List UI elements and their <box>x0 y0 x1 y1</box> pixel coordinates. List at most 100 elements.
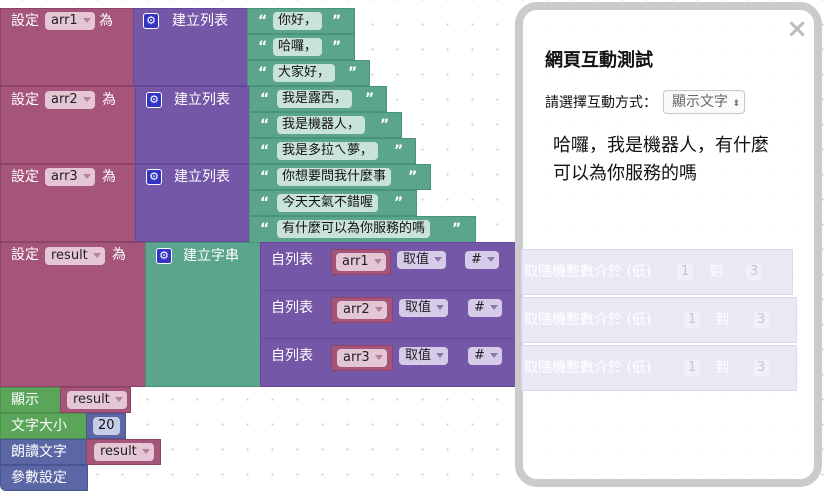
close-icon[interactable]: × <box>786 14 808 44</box>
create-list-block-arr3[interactable]: ⚙ 建立列表 <box>135 164 250 242</box>
get-mode-dropdown[interactable]: 取值 <box>399 299 449 317</box>
random-int-block[interactable]: 取隨機整數介於 (低) 1 到 3 <box>521 249 793 295</box>
var-dropdown-arr1[interactable]: arr1 <box>45 12 95 30</box>
gear-icon[interactable]: ⚙ <box>156 248 172 264</box>
close-quote-icon: ” <box>332 13 342 29</box>
chevron-down-icon <box>373 259 382 264</box>
open-quote-icon: “ <box>260 221 270 237</box>
show-block[interactable]: 顯示 <box>0 387 62 413</box>
close-quote-icon: ” <box>408 169 418 185</box>
join-label: 建立字串 <box>183 248 239 264</box>
list-get-block-arr3[interactable]: 自列表 arr3 取值 # <box>260 338 518 387</box>
chevron-down-icon <box>489 353 498 358</box>
var-getter-block[interactable]: arr2 <box>331 297 393 323</box>
text-block[interactable]: “ 我是露西， ” <box>249 86 387 112</box>
close-quote-icon: ” <box>394 195 404 211</box>
set-result-block[interactable]: 設定 result 為 <box>0 242 146 387</box>
chevron-down-icon <box>436 353 445 358</box>
chevron-down-icon <box>114 397 123 402</box>
set-arr2-block[interactable]: 設定 arr2 為 <box>0 86 136 164</box>
text-block[interactable]: “ 有什麼可以為你服務的嗎 ” <box>249 216 476 243</box>
index-mode-dropdown[interactable]: # <box>465 251 499 269</box>
index-mode-dropdown[interactable]: # <box>468 299 502 317</box>
text-block[interactable]: “ 今天天氣不錯喔 ” <box>249 190 417 216</box>
speak-text-block[interactable]: 朗讀文字 <box>0 439 88 465</box>
as-label: 為 <box>112 247 126 263</box>
web-interaction-test-panel: × 網頁互動測試 請選擇互動方式： 顯示文字 ⬍ 哈囉，我是機器人，有什麼可以為… <box>515 2 822 487</box>
interaction-mode-select[interactable]: 顯示文字 ⬍ <box>663 90 745 114</box>
output-text: 哈囉，我是機器人，有什麼可以為你服務的嗎 <box>553 135 769 184</box>
set-arr3-block[interactable]: 設定 arr3 為 <box>0 164 136 242</box>
open-quote-icon: “ <box>260 117 270 133</box>
var-dropdown[interactable]: arr3 <box>337 349 387 367</box>
create-list-block-arr2[interactable]: ⚙ 建立列表 <box>135 86 250 164</box>
text-block[interactable]: “ 哈囉， ” <box>247 34 355 60</box>
font-size-value[interactable]: 20 <box>93 417 120 435</box>
var-dropdown-result[interactable]: result <box>94 443 154 461</box>
text-block[interactable]: “ 我是機器人， ” <box>249 112 402 138</box>
text-value[interactable]: 你想要問我什麼事 <box>277 168 392 186</box>
chevron-down-icon <box>92 253 101 258</box>
as-label: 為 <box>102 92 116 108</box>
join-string-block[interactable]: ⚙ 建立字串 <box>145 242 261 387</box>
list-get-block-arr2[interactable]: 自列表 arr2 取值 # <box>260 290 518 339</box>
var-getter-block[interactable]: arr1 <box>331 249 391 275</box>
high-value[interactable]: 3 <box>753 312 770 328</box>
text-value[interactable]: 大家好， <box>273 64 336 82</box>
show-label: 顯示 <box>11 392 39 408</box>
create-list-block-arr1[interactable]: ⚙ 建立列表 <box>133 8 248 86</box>
number-block[interactable]: 20 <box>86 413 126 439</box>
param-settings-block[interactable]: 參數設定 <box>0 465 88 491</box>
text-value[interactable]: 我是露西， <box>277 90 353 108</box>
var-dropdown[interactable]: arr1 <box>336 253 386 271</box>
text-value[interactable]: 我是機器人， <box>277 116 366 134</box>
index-mode-dropdown[interactable]: # <box>468 347 502 365</box>
low-value[interactable]: 1 <box>684 360 701 376</box>
text-block[interactable]: “ 你好， ” <box>247 8 355 34</box>
close-quote-icon: ” <box>394 143 404 159</box>
gear-icon[interactable]: ⚙ <box>146 169 162 185</box>
set-label: 設定 <box>11 13 39 29</box>
var-dropdown-arr2[interactable]: arr2 <box>45 91 95 109</box>
random-int-block[interactable]: 取隨機整數介於 (低) 1 到 3 <box>521 345 797 391</box>
gear-icon[interactable]: ⚙ <box>146 92 162 108</box>
close-quote-icon: ” <box>332 39 342 55</box>
close-quote-icon: ” <box>380 117 390 133</box>
text-block[interactable]: “ 我是多拉ㄟ夢， ” <box>249 138 416 164</box>
gear-icon[interactable]: ⚙ <box>143 13 159 29</box>
close-quote-icon: ” <box>348 65 358 81</box>
var-dropdown-result[interactable]: result <box>45 247 105 265</box>
var-dropdown[interactable]: arr2 <box>337 301 387 319</box>
random-int-block[interactable]: 取隨機整數介於 (低) 1 到 3 <box>521 297 797 343</box>
high-value[interactable]: 3 <box>753 360 770 376</box>
chevron-down-icon <box>82 174 91 179</box>
from-list-label: 自列表 <box>271 348 313 364</box>
text-value[interactable]: 有什麼可以為你服務的嗎 <box>277 220 431 238</box>
text-block[interactable]: “ 你想要問我什麼事 ” <box>249 164 431 190</box>
var-dropdown-result[interactable]: result <box>67 391 127 409</box>
create-list-label: 建立列表 <box>174 92 230 108</box>
text-value[interactable]: 你好， <box>273 12 323 30</box>
text-value[interactable]: 我是多拉ㄟ夢， <box>277 142 379 160</box>
text-value[interactable]: 今天天氣不錯喔 <box>277 194 379 212</box>
chevron-down-icon <box>374 307 383 312</box>
open-quote-icon: “ <box>260 169 270 185</box>
set-label: 設定 <box>11 169 39 185</box>
high-value[interactable]: 3 <box>746 264 763 280</box>
low-value[interactable]: 1 <box>677 264 694 280</box>
text-value[interactable]: 哈囉， <box>273 38 323 56</box>
chevron-down-icon <box>486 257 495 262</box>
get-mode-dropdown[interactable]: 取值 <box>399 347 449 365</box>
low-value[interactable]: 1 <box>684 312 701 328</box>
var-getter-block[interactable]: result <box>86 439 161 465</box>
text-block[interactable]: “ 大家好， ” <box>247 60 370 86</box>
select-label: 請選擇互動方式： <box>545 95 657 111</box>
var-getter-block[interactable]: result <box>60 387 131 413</box>
list-get-block-arr1[interactable]: 自列表 arr1 取值 # <box>260 242 518 291</box>
font-size-block[interactable]: 文字大小 <box>0 413 88 439</box>
set-label: 設定 <box>11 92 39 108</box>
var-dropdown-arr3[interactable]: arr3 <box>45 168 95 186</box>
set-arr1-block[interactable]: 設定 arr1 為 <box>0 8 134 86</box>
get-mode-dropdown[interactable]: 取值 <box>397 251 447 269</box>
var-getter-block[interactable]: arr3 <box>331 345 393 371</box>
